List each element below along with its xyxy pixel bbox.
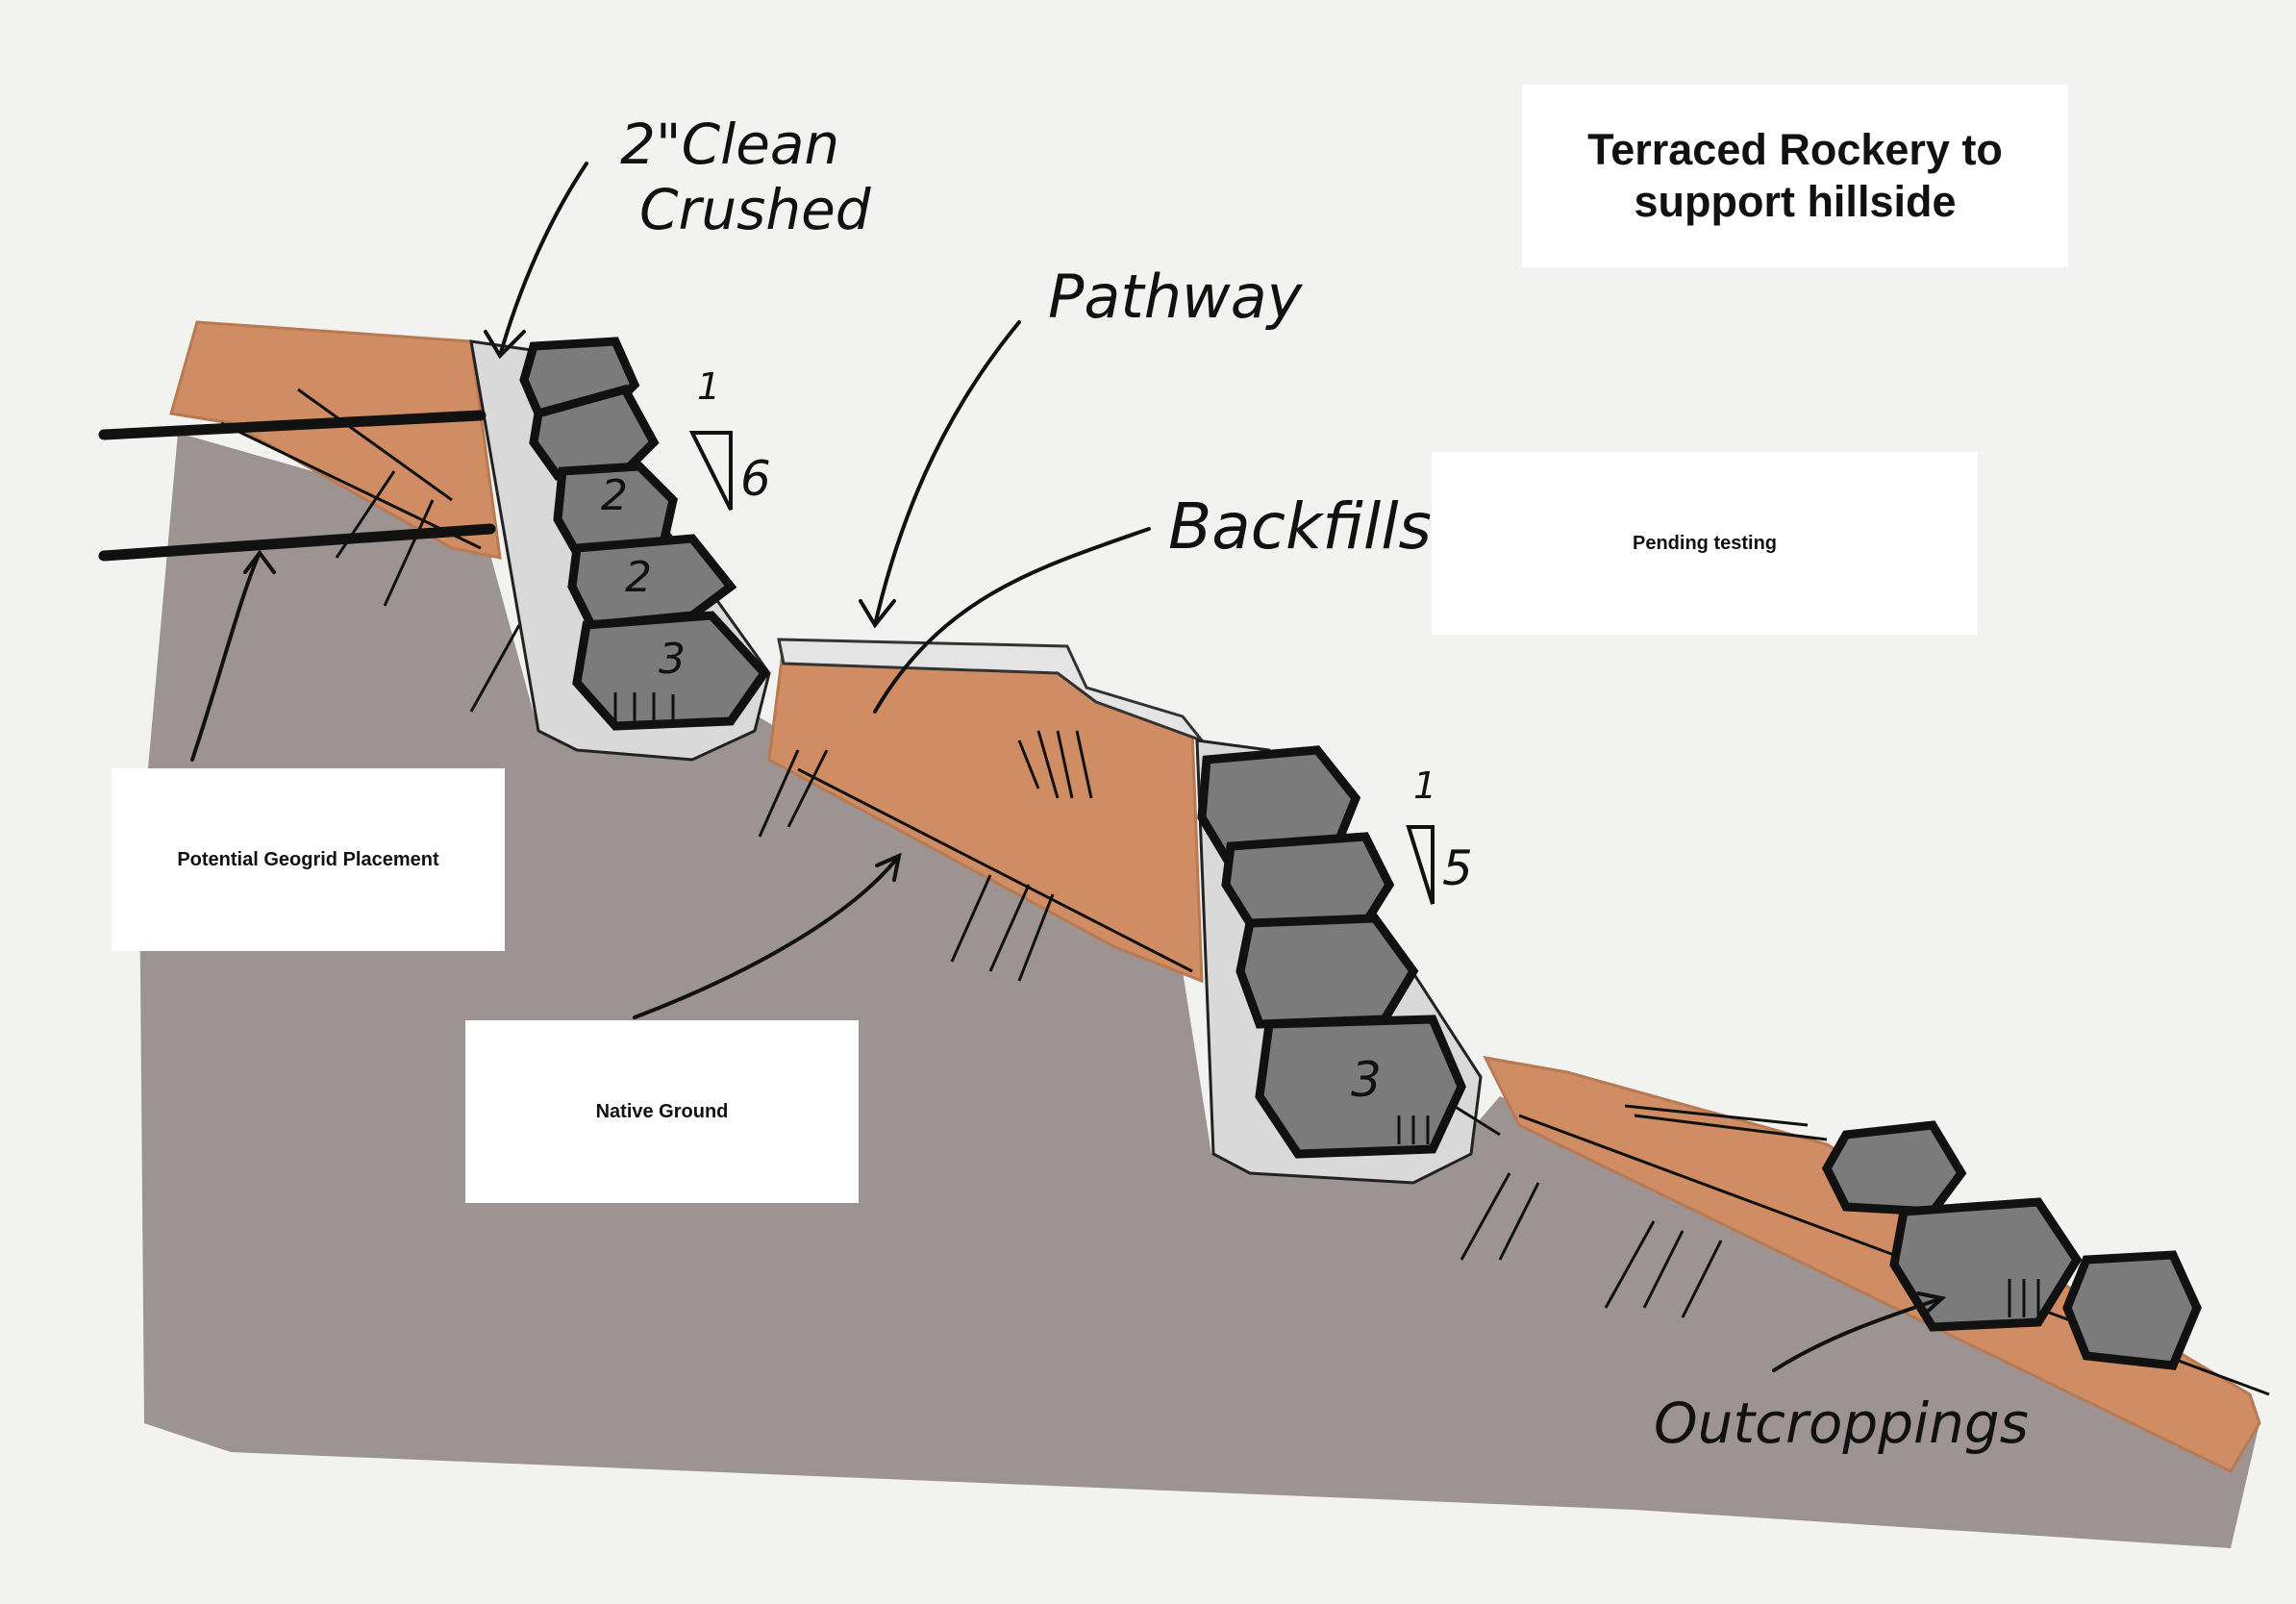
lower-rock-3 — [1235, 914, 1419, 1029]
label-clean-crushed-2: Crushed — [639, 177, 872, 242]
geogrid-box: Potential Geogrid Placement — [112, 768, 505, 951]
native-ground-hatching — [297, 388, 1828, 1318]
lower-rock-4 — [1255, 1015, 1466, 1159]
arrow-backfills — [873, 527, 1151, 714]
geogrid-line-lower — [98, 523, 496, 562]
outcropping-rocks — [1821, 1120, 2202, 1370]
native-ground — [139, 433, 2259, 1548]
slope-lower-bottom: 5 — [1442, 840, 1473, 896]
geogrid-line-upper — [98, 410, 487, 440]
rock-number-3-upper: 3 — [659, 635, 686, 684]
title-box: Terraced Rockery to support hillside — [1522, 85, 2068, 267]
diagram-title: Terraced Rockery to support hillside — [1587, 125, 2003, 226]
slope-upper-bottom: 6 — [740, 451, 771, 507]
arrow-clean-crushed — [498, 162, 588, 358]
label-clean-crushed-1: 2"Clean — [620, 112, 839, 177]
rock-number-2a: 2 — [601, 471, 628, 520]
lower-rock-2 — [1221, 832, 1395, 928]
label-outcroppings: Outcroppings — [1654, 1391, 2029, 1456]
slope-indicator-upper — [688, 431, 733, 511]
slope-indicator-lower — [1406, 825, 1435, 905]
slope-lower-top: 1 — [1413, 764, 1436, 807]
label-pathway: Pathway — [1048, 262, 1304, 332]
annotation-arrows — [190, 162, 1947, 1372]
upper-rock-5 — [572, 611, 770, 731]
pending-testing-box: Pending testing — [1432, 452, 1978, 635]
pending-testing-label: Pending testing — [1633, 532, 1777, 554]
rock-number-3-lower: 3 — [1351, 1052, 1382, 1108]
lower-backfill — [1483, 1056, 2261, 1473]
upper-rock-stack — [519, 337, 770, 731]
arrow-geogrid — [190, 551, 262, 762]
native-ground-label: Native Ground — [595, 1100, 729, 1122]
label-backfills: Backfills — [1168, 489, 1432, 564]
arrow-native-ground — [633, 854, 901, 1019]
native-ground-box: Native Ground — [465, 1020, 859, 1203]
arrow-pathway — [873, 320, 1021, 627]
rock-hatching — [613, 692, 2040, 1317]
lower-rock-stack — [1197, 745, 1466, 1159]
rock-number-2b: 2 — [625, 553, 652, 602]
slope-upper-top: 1 — [697, 365, 720, 408]
geogrid-label: Potential Geogrid Placement — [177, 848, 439, 870]
arrow-outcroppings — [1772, 1296, 1944, 1372]
